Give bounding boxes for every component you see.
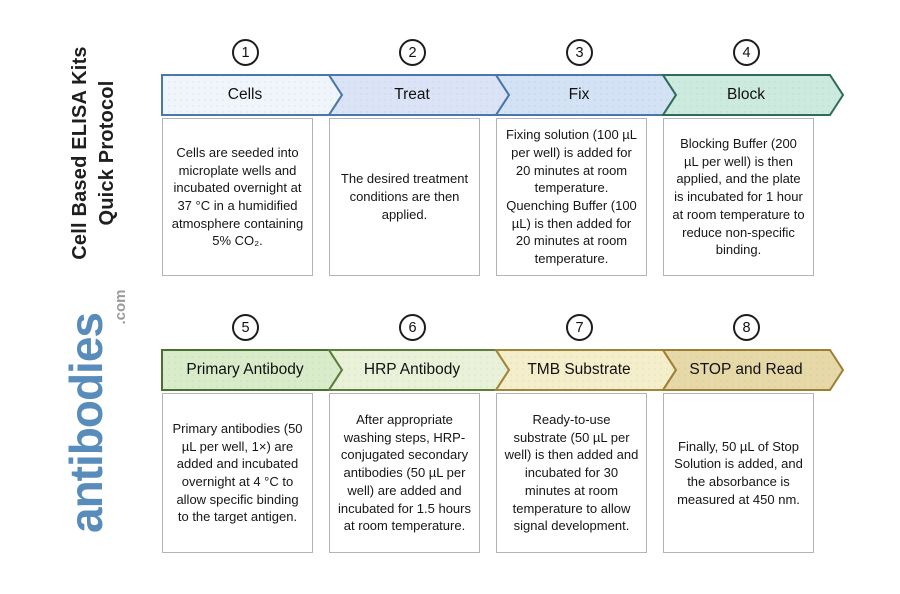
step-number: 2 (408, 44, 417, 61)
step-number-badge: 2 (399, 39, 426, 66)
brand-logo: antibodies (60, 312, 112, 534)
step-description-box: Cells are seeded into microplate wells a… (162, 118, 313, 276)
step-number: 6 (408, 319, 417, 336)
step-number-badge: 7 (566, 314, 593, 341)
arrow-texture (663, 75, 843, 115)
step-description-box: Primary antibodies (50 µL per well, 1×) … (162, 393, 313, 553)
process-arrow-row-1 (161, 74, 845, 116)
step-number-badge: 1 (232, 39, 259, 66)
step-description: After appropriate washing steps, HRP-con… (338, 412, 471, 534)
step-description: Cells are seeded into microplate wells a… (171, 144, 304, 249)
step-description-box: Blocking Buffer (200 µL per well) is the… (663, 118, 814, 276)
step-title: Block (727, 86, 765, 103)
step-number: 1 (241, 44, 250, 61)
step-title: HRP Antibody (363, 361, 461, 378)
step-number: 8 (742, 319, 751, 336)
step-description-box: Ready-to-use substrate (50 µL per well) … (496, 393, 647, 553)
step-number-badge: 3 (566, 39, 593, 66)
brand-logo-suffix: .com (112, 289, 129, 325)
step-number-badge: 5 (232, 314, 259, 341)
step-description: The desired treatment conditions are the… (340, 171, 469, 222)
step-description-box: The desired treatment conditions are the… (329, 118, 480, 276)
step-number-badge: 6 (399, 314, 426, 341)
step-description-box: After appropriate washing steps, HRP-con… (329, 393, 480, 553)
step-number: 3 (575, 44, 584, 61)
step-title: Cells (227, 86, 263, 103)
step-title: Primary Antibody (186, 361, 304, 378)
step-description: Primary antibodies (50 µL per well, 1×) … (172, 420, 303, 525)
step-description: Blocking Buffer (200 µL per well) is the… (672, 136, 805, 258)
step-title: Treat (394, 86, 430, 103)
step-number: 7 (575, 319, 584, 336)
step-number-badge: 8 (733, 314, 760, 341)
arrow-texture (162, 75, 342, 115)
arrow-texture (496, 75, 676, 115)
step-description-box: Fixing solution (100 µL per well) is add… (496, 118, 647, 276)
arrow-texture (162, 350, 342, 390)
arrow-texture (496, 350, 676, 390)
step-title: STOP and Read (689, 361, 803, 378)
step-number: 4 (742, 44, 751, 61)
arrow-texture (329, 350, 509, 390)
process-arrow-row-2 (161, 349, 845, 391)
step-title: TMB Substrate (527, 361, 631, 378)
step-number: 5 (241, 319, 250, 336)
step-description-box: Finally, 50 µL of Stop Solution is added… (663, 393, 814, 553)
step-number-badge: 4 (733, 39, 760, 66)
step-description: Finally, 50 µL of Stop Solution is added… (674, 438, 803, 507)
step-description: Ready-to-use substrate (50 µL per well) … (504, 412, 639, 534)
arrow-texture (663, 350, 843, 390)
step-description: Fixing solution (100 µL per well) is add… (505, 127, 638, 267)
arrow-texture (329, 75, 509, 115)
step-title: Fix (568, 86, 590, 103)
